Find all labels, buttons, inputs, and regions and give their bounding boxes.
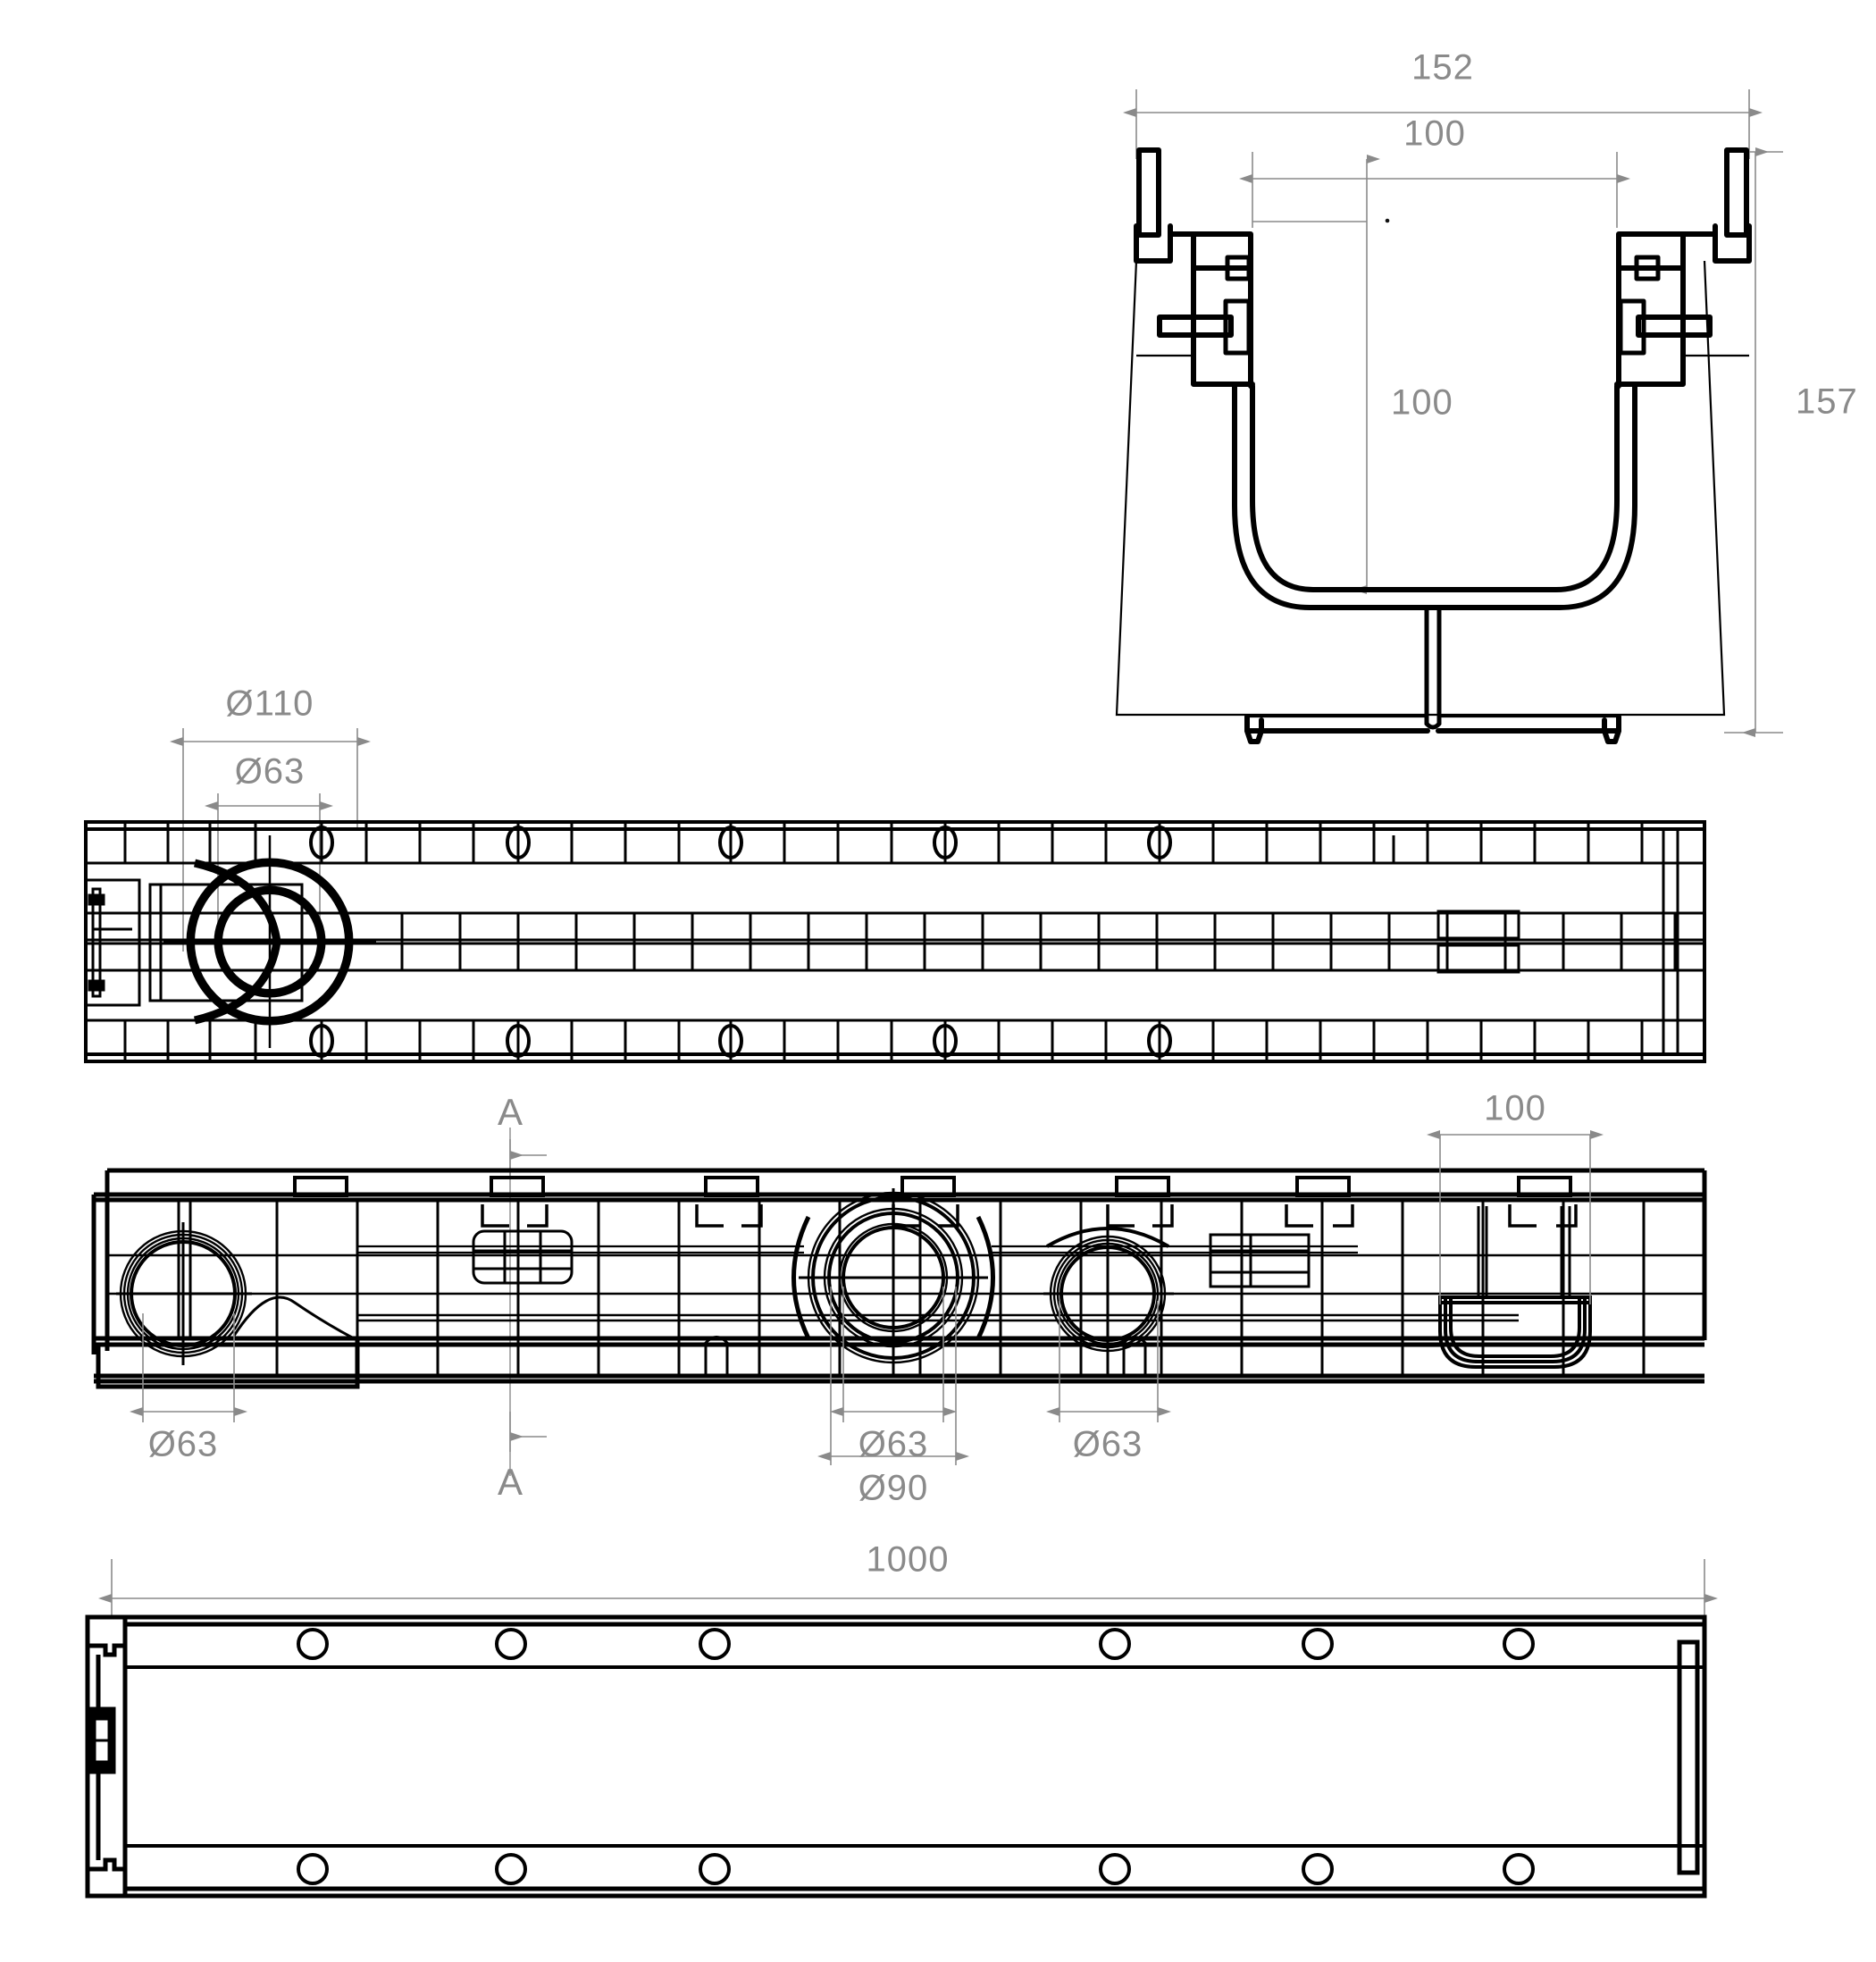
dim-d63-top-label: Ø63 bbox=[235, 752, 306, 792]
hole bbox=[297, 1853, 329, 1885]
dim-100-depth-label: 100 bbox=[1391, 383, 1453, 423]
side-lug-right bbox=[1618, 298, 1713, 356]
side-view-through-lines bbox=[357, 1245, 1358, 1254]
hole bbox=[1302, 1628, 1334, 1660]
hole bbox=[699, 1853, 731, 1885]
side-view-top-tabs bbox=[293, 1176, 1572, 1197]
side-view-box-detail-left bbox=[472, 1229, 574, 1285]
base-feet bbox=[1244, 714, 1621, 744]
side-lug-left bbox=[1157, 298, 1252, 356]
side-view-feature-lines bbox=[107, 1254, 1704, 1322]
side-view-outlet-right-centerlines bbox=[1043, 1226, 1174, 1376]
top-view-left-end-detail bbox=[84, 878, 304, 1007]
bottom-view-holes-top bbox=[297, 1628, 1535, 1660]
dim-d63-left bbox=[130, 1313, 247, 1422]
bottom-view-frame bbox=[85, 1614, 1707, 1899]
hole bbox=[1503, 1853, 1535, 1885]
hole bbox=[495, 1853, 527, 1885]
side-view-outlet-center-centerlines bbox=[799, 1188, 988, 1376]
top-view-grating-grid bbox=[375, 911, 1704, 972]
hole bbox=[1099, 1853, 1131, 1885]
dim-1000-label: 1000 bbox=[867, 1540, 950, 1580]
dim-157 bbox=[1724, 147, 1783, 737]
side-view: A A bbox=[91, 1089, 1707, 1508]
hole bbox=[297, 1628, 329, 1660]
dim-100-width-label: 100 bbox=[1403, 114, 1466, 154]
side-view-box-detail bbox=[1209, 1233, 1311, 1288]
dim-100-depth bbox=[1252, 155, 1380, 594]
side-view-end-outlet-ribs bbox=[1477, 1206, 1571, 1297]
cross-section-body-outline bbox=[1115, 260, 1749, 717]
top-view-upper-ribs bbox=[123, 822, 1644, 863]
dim-157-label: 157 bbox=[1796, 382, 1858, 422]
cross-section-view: 152 100 100 157 bbox=[1115, 48, 1858, 744]
bottom-view-holes-bottom bbox=[297, 1853, 1535, 1885]
bottom-view: 1000 bbox=[85, 1540, 1718, 1899]
dim-d63-center bbox=[830, 1287, 957, 1422]
dim-d90-center bbox=[817, 1287, 969, 1465]
dim-d63-right bbox=[1046, 1301, 1171, 1422]
dim-152-label: 152 bbox=[1411, 48, 1474, 88]
bottom-view-inner-lines bbox=[125, 1665, 1704, 1848]
side-view-outlet-left-centerlines bbox=[116, 1222, 252, 1365]
hole bbox=[1302, 1853, 1334, 1885]
hole bbox=[1503, 1628, 1535, 1660]
dim-d63-center-label: Ø63 bbox=[858, 1425, 929, 1464]
dim-100-width bbox=[1239, 152, 1630, 228]
top-view-slot-ovals bbox=[309, 826, 1172, 1058]
side-view-left-flow-curve bbox=[232, 1295, 358, 1342]
side-view-end-outlet-pocket bbox=[1438, 1295, 1592, 1369]
section-a-top-label: A bbox=[498, 1091, 523, 1133]
bottom-view-right-end-rib bbox=[1677, 1639, 1707, 1875]
dim-1000 bbox=[98, 1559, 1718, 1617]
hole bbox=[1099, 1628, 1131, 1660]
dim-100-end bbox=[1427, 1130, 1604, 1304]
dim-100-end-label: 100 bbox=[1484, 1089, 1546, 1128]
dim-d63-right-label: Ø63 bbox=[1073, 1425, 1143, 1464]
dim-d110-label: Ø110 bbox=[226, 684, 314, 724]
hole bbox=[699, 1628, 731, 1660]
side-view-clip-hooks bbox=[481, 1204, 1578, 1228]
bottom-view-left-latch-detail bbox=[88, 1706, 116, 1774]
center-point-marker bbox=[1385, 218, 1390, 223]
side-view-base-arches bbox=[704, 1336, 1147, 1376]
dim-d63-left-label: Ø63 bbox=[148, 1425, 219, 1464]
center-web-rib bbox=[1424, 607, 1442, 730]
top-view-right-end-detail bbox=[1392, 827, 1706, 1056]
top-view: Ø110 Ø63 bbox=[84, 684, 1706, 1063]
hole bbox=[495, 1628, 527, 1660]
channel-u-profile bbox=[1232, 383, 1637, 610]
top-view-boss-centerlines bbox=[163, 835, 376, 1048]
dim-d90-center-label: Ø90 bbox=[858, 1469, 929, 1508]
